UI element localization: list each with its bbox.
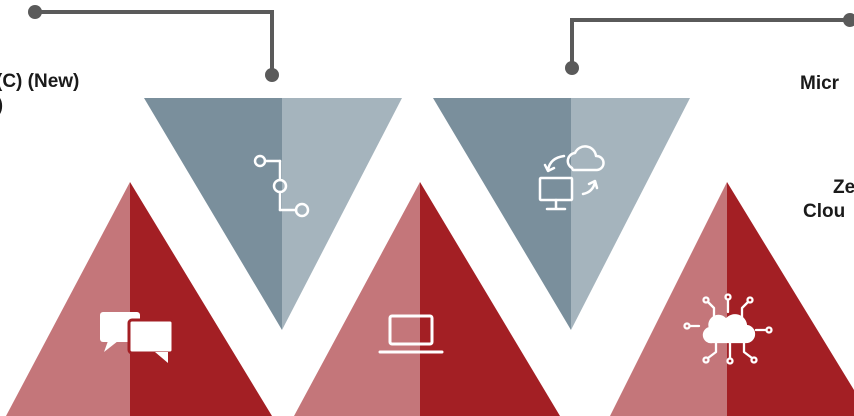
label-right-mid-line2: Clou bbox=[803, 201, 846, 222]
label-left-line2: w) bbox=[0, 94, 79, 118]
triangle-up-3 bbox=[610, 182, 854, 416]
cloud-network-icon bbox=[683, 293, 773, 365]
connector-right bbox=[565, 13, 854, 75]
label-left-line1: (C) (New) bbox=[0, 71, 80, 92]
label-right-mid: Ze Clou bbox=[803, 176, 854, 224]
label-right-top: Micr bbox=[800, 72, 839, 96]
label-left: (C) (New) w) bbox=[0, 70, 79, 118]
label-right-top-text: Micr bbox=[800, 73, 840, 94]
cloud-sync-monitor-icon bbox=[538, 145, 605, 211]
label-right-mid-line1: Ze bbox=[833, 177, 854, 198]
chat-bubbles-icon bbox=[100, 312, 175, 363]
triangle-down-1 bbox=[144, 98, 402, 330]
connector-left bbox=[28, 5, 279, 82]
workflow-nodes-icon bbox=[253, 154, 310, 218]
laptop-icon bbox=[378, 314, 444, 354]
triangle-up-2 bbox=[294, 182, 560, 416]
